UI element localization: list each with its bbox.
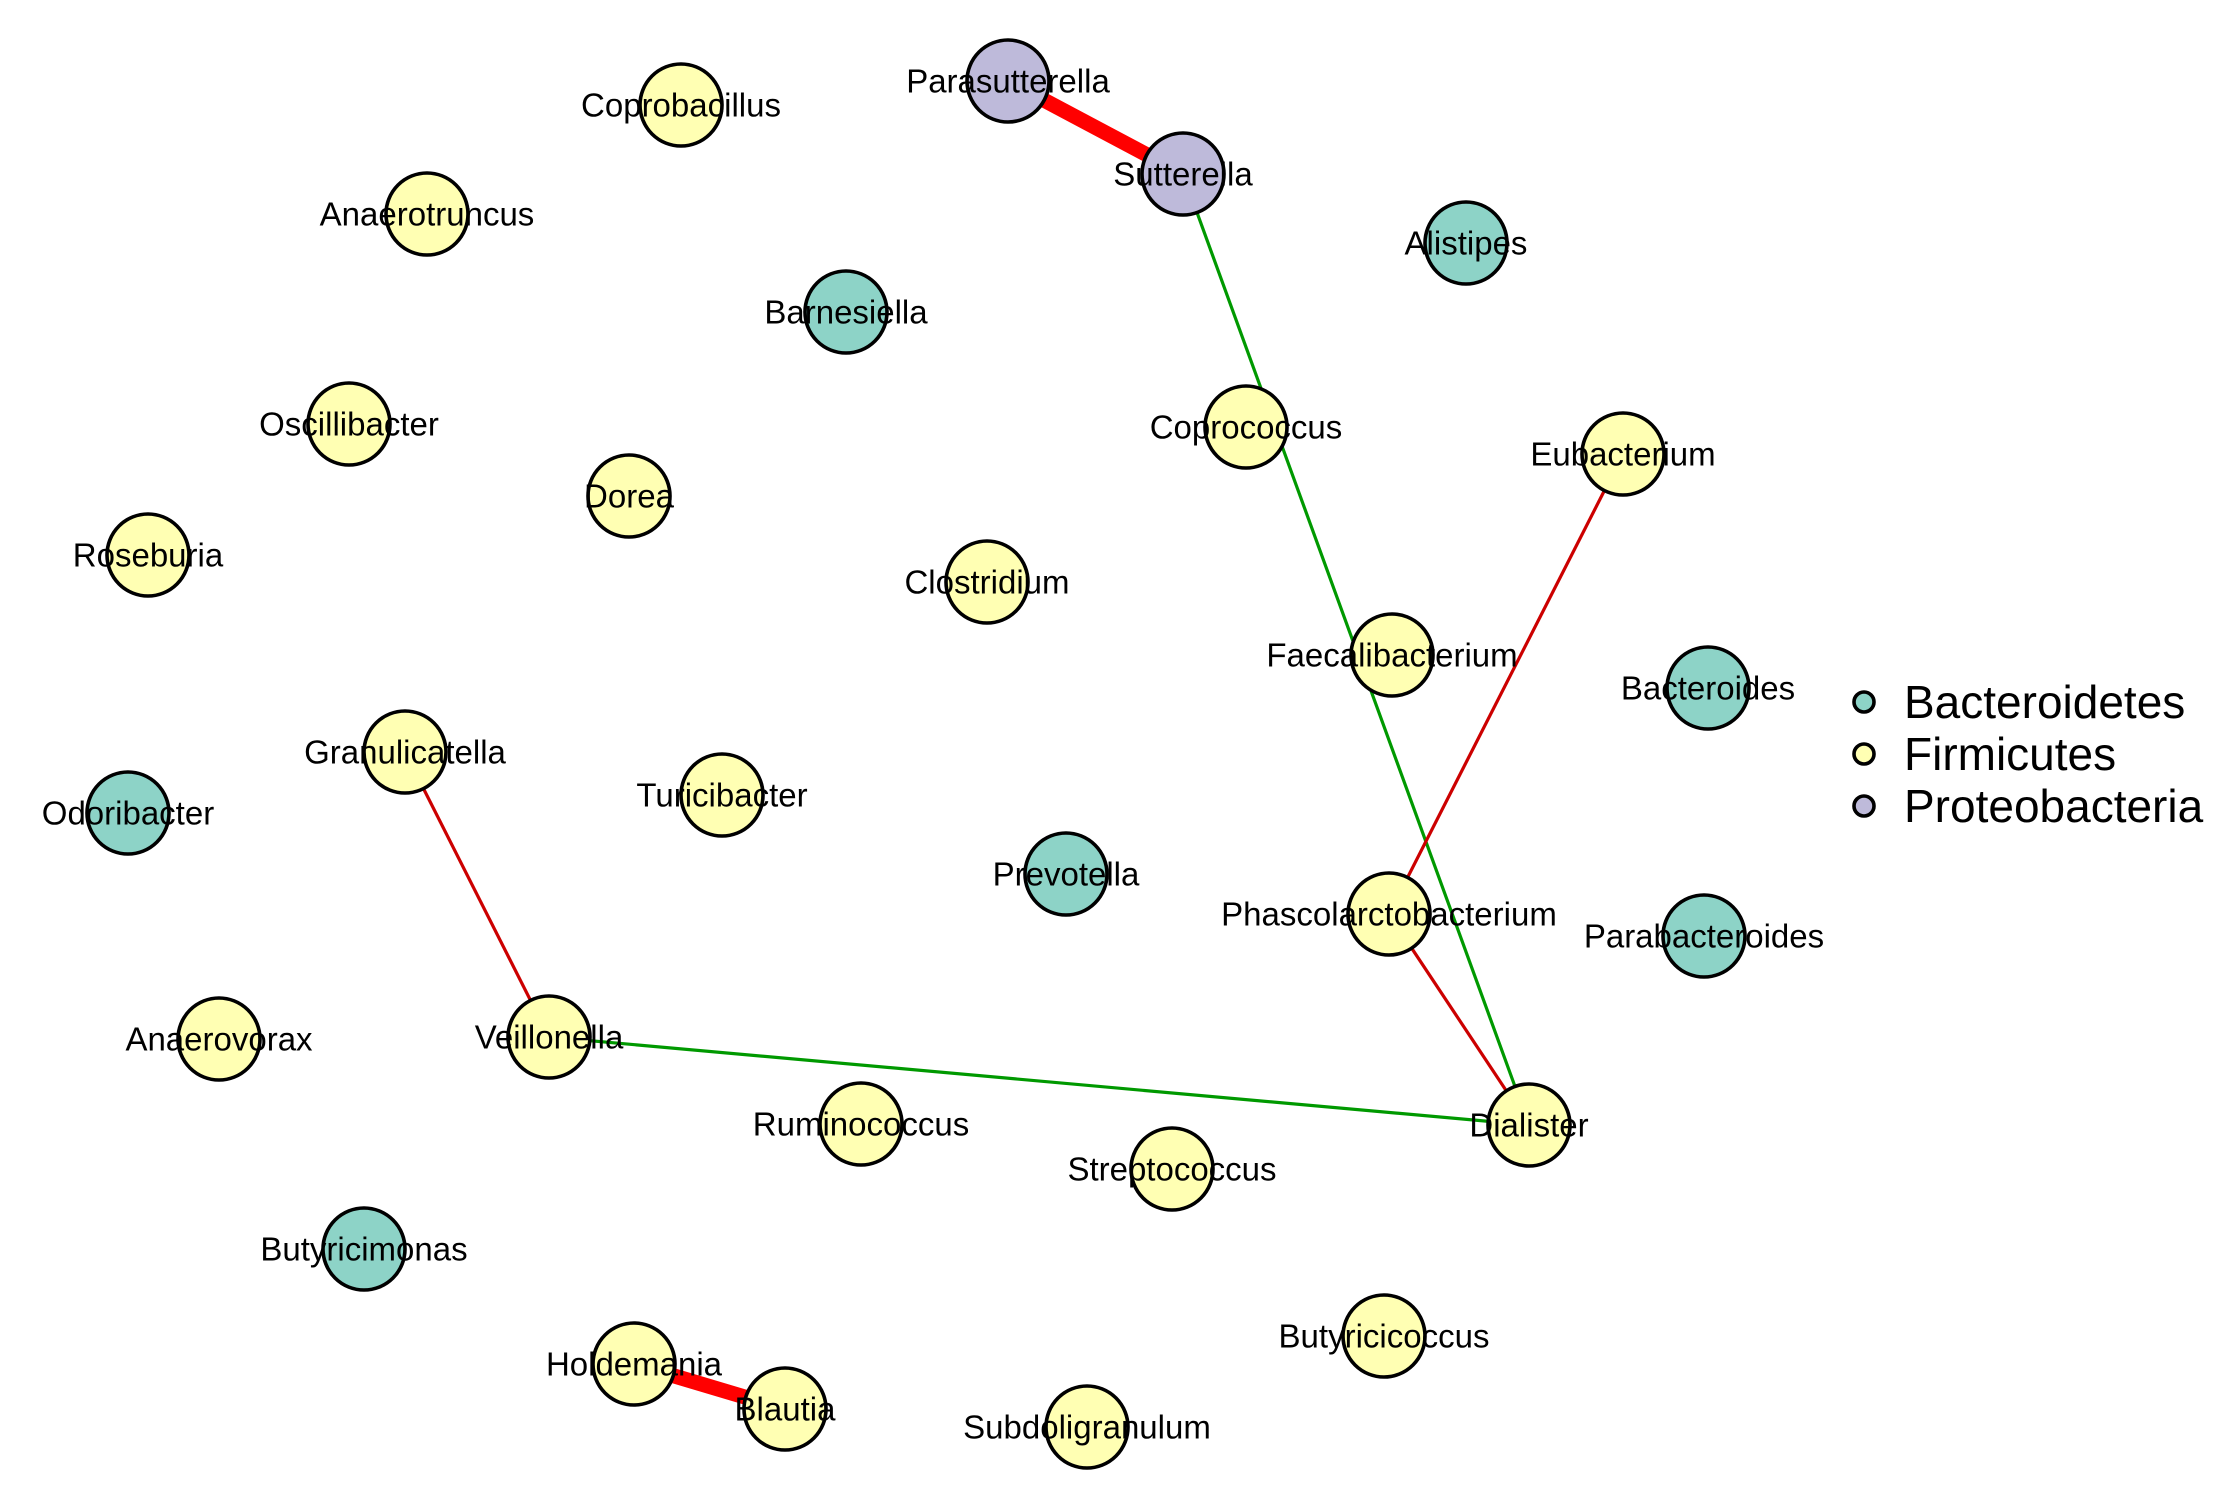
node-label-prevotella: Prevotella: [993, 856, 1140, 893]
edge-layer: [403, 74, 1625, 1417]
node-streptococcus[interactable]: [1129, 1126, 1215, 1212]
node-anaerotruncus[interactable]: [384, 171, 470, 257]
node-alistipes[interactable]: [1423, 200, 1509, 286]
edge-veillonella-dialister: [548, 1035, 1530, 1127]
node-phascolarctobacterium[interactable]: [1346, 871, 1432, 957]
legend-dot-proteobacteria: [1852, 794, 1876, 818]
edge-granulicatella-veillonella: [403, 751, 551, 1038]
legend-label-bacteroidetes: Bacteroidetes: [1904, 676, 2185, 728]
node-label-coprobacillus: Coprobacillus: [581, 87, 781, 124]
node-butyricimonas[interactable]: [321, 1206, 407, 1292]
node-label-anaerotruncus: Anaerotruncus: [320, 196, 535, 233]
node-label-coprococcus: Coprococcus: [1150, 409, 1343, 446]
node-label-butyricicoccus: Butyricicoccus: [1279, 1318, 1490, 1355]
node-label-parasutterella: Parasutterella: [906, 63, 1110, 100]
node-label-ruminococcus: Ruminococcus: [753, 1106, 969, 1143]
node-oscillibacter[interactable]: [306, 381, 392, 467]
legend: Bacteroidetes Firmicutes Proteobacteria: [1852, 676, 2204, 832]
node-dialister[interactable]: [1486, 1082, 1572, 1168]
node-ruminococcus[interactable]: [818, 1081, 904, 1167]
legend-dot-bacteroidetes: [1852, 690, 1876, 714]
legend-label-firmicutes: Firmicutes: [1904, 728, 2116, 780]
node-dorea[interactable]: [586, 453, 672, 539]
node-label-barnesiella: Barnesiella: [764, 294, 928, 331]
node-label-holdemania: Holdemania: [546, 1346, 723, 1383]
node-faecalibacterium[interactable]: [1349, 612, 1435, 698]
legend-dot-firmicutes: [1852, 742, 1876, 766]
node-barnesiella[interactable]: [803, 269, 889, 355]
legend-label-proteobacteria: Proteobacteria: [1904, 780, 2204, 832]
node-label-butyricimonas: Butyricimonas: [260, 1231, 467, 1268]
node-odoribacter[interactable]: [85, 770, 171, 856]
node-label-bacteroides: Bacteroides: [1621, 670, 1795, 707]
node-label-eubacterium: Eubacterium: [1530, 436, 1715, 473]
node-prevotella[interactable]: [1023, 831, 1109, 917]
node-label-odoribacter: Odoribacter: [42, 795, 214, 832]
node-subdoligranulum[interactable]: [1044, 1384, 1130, 1470]
node-coprobacillus[interactable]: [638, 62, 724, 148]
node-label-dorea: Dorea: [584, 478, 675, 515]
node-roseburia[interactable]: [105, 512, 191, 598]
edge-eubacterium-phascolarctobacterium: [1387, 453, 1625, 915]
node-sutterella[interactable]: [1140, 131, 1226, 217]
node-label-oscillibacter: Oscillibacter: [259, 406, 439, 443]
node-label-faecalibacterium: Faecalibacterium: [1266, 637, 1517, 674]
node-label-streptococcus: Streptococcus: [1067, 1151, 1276, 1188]
node-anaerovorax[interactable]: [176, 996, 262, 1082]
node-label-sutterella: Sutterella: [1113, 156, 1253, 193]
node-label-anaerovorax: Anaerovorax: [125, 1021, 313, 1058]
node-holdemania[interactable]: [591, 1321, 677, 1407]
node-parabacteroides[interactable]: [1661, 893, 1747, 979]
node-blautia[interactable]: [742, 1366, 828, 1452]
node-eubacterium[interactable]: [1580, 411, 1666, 497]
node-butyricicoccus[interactable]: [1341, 1293, 1427, 1379]
node-label-clostridium: Clostridium: [904, 564, 1069, 601]
node-bacteroides[interactable]: [1665, 645, 1751, 731]
node-label-dialister: Dialister: [1469, 1107, 1588, 1144]
node-label-parabacteroides: Parabacteroides: [1584, 918, 1824, 955]
node-label-roseburia: Roseburia: [73, 537, 224, 574]
node-label-turicibacter: Turicibacter: [636, 777, 807, 814]
node-granulicatella[interactable]: [362, 709, 448, 795]
node-label-subdoligranulum: Subdoligranulum: [963, 1409, 1211, 1446]
node-label-alistipes: Alistipes: [1405, 225, 1528, 262]
node-label-phascolarctobacterium: Phascolarctobacterium: [1221, 896, 1557, 933]
node-clostridium[interactable]: [944, 539, 1030, 625]
node-veillonella[interactable]: [506, 994, 592, 1080]
node-label-granulicatella: Granulicatella: [304, 734, 506, 771]
node-turicibacter[interactable]: [679, 752, 765, 838]
node-label-veillonella: Veillonella: [475, 1019, 624, 1056]
node-parasutterella[interactable]: [965, 38, 1051, 124]
node-label-blautia: Blautia: [735, 1391, 837, 1428]
node-coprococcus[interactable]: [1203, 384, 1289, 470]
